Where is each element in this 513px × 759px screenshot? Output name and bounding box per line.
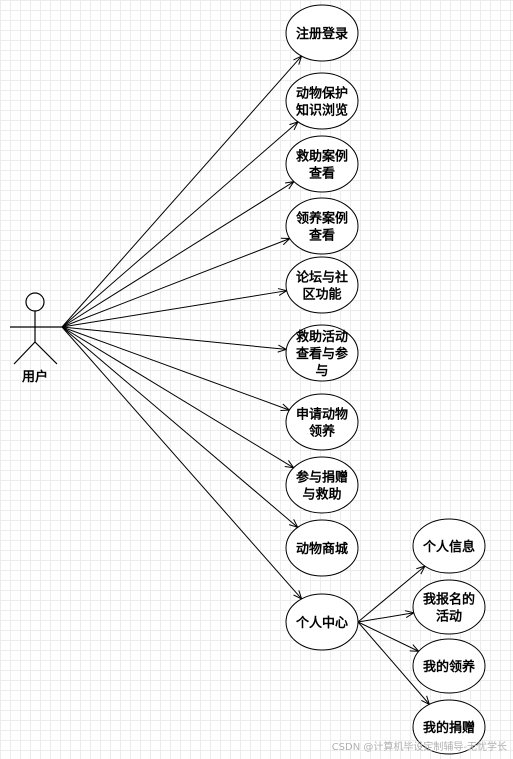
use-case-my-registrations-label-line: 活动 — [436, 609, 462, 625]
edge-actor-to-apply-adoption — [61, 326, 290, 411]
actor-user[interactable]: 用户 — [10, 292, 62, 385]
use-case-personal-info-ellipse — [412, 518, 486, 574]
use-case-apply-adoption-ellipse — [285, 393, 359, 451]
use-case-rescue-activities-label-line: 查看与参 — [295, 346, 349, 362]
use-case-rescue-activities-ellipse — [285, 324, 359, 382]
use-case-my-adoptions-label-line: 我的领养 — [423, 659, 476, 675]
use-case-my-adoptions-ellipse — [412, 638, 486, 694]
use-case-my-registrations-label-line: 我报名的 — [423, 592, 475, 608]
edge-personal-center-to-my-adoptions — [357, 621, 419, 652]
edge-actor-to-adoption-cases — [61, 238, 290, 328]
use-case-rescue-cases-label-line: 查看 — [308, 166, 335, 182]
edge-actor-to-animal-protection-knowledge — [61, 121, 299, 328]
use-case-animal-mall-label-line: 动物商城 — [296, 541, 348, 557]
use-case-animal-protection-knowledge-ellipse — [285, 72, 359, 130]
watermark: CSDN @计算机毕设定制辅导-无忧学长 — [331, 742, 507, 753]
use-case-animal-protection-knowledge-label-line: 知识浏览 — [296, 103, 348, 119]
use-case-donate-rescue-ellipse — [285, 456, 359, 514]
use-case-personal-center-ellipse — [285, 593, 359, 651]
use-case-rescue-activities-label-line: 与 — [315, 364, 328, 379]
edge-actor-to-forum-community — [61, 290, 287, 328]
edge-actor-to-donate-rescue — [61, 326, 294, 469]
actor-head — [25, 292, 45, 312]
use-case-apply-adoption-label-line: 申请动物 — [296, 407, 348, 423]
use-case-adoption-cases-ellipse — [285, 197, 359, 255]
edge-personal-center-to-personal-info — [357, 565, 426, 623]
use-case-apply-adoption-label-line: 领养 — [309, 424, 336, 440]
edge-actor-to-personal-center — [61, 326, 303, 600]
edge-actor-to-rescue-cases — [61, 181, 295, 328]
edge-actor-to-donate-rescue-arrowhead — [284, 460, 295, 469]
use-case-forum-community-label-line: 论坛与社 — [296, 270, 348, 286]
use-case-adoption-cases-label-line: 查看 — [308, 228, 335, 244]
actor-left-leg — [13, 341, 36, 365]
use-case-rescue-cases-ellipse — [285, 135, 359, 193]
use-case-register-login-ellipse — [285, 4, 359, 62]
use-case-rescue-activities-label-line: 救助活动 — [296, 329, 348, 345]
association-edges — [61, 55, 431, 706]
edge-actor-to-animal-mall — [61, 326, 299, 528]
actor-right-leg — [34, 341, 58, 365]
use-case-personal-center-label-line: 个人中心 — [295, 615, 348, 631]
use-case-donate-rescue-label-line: 参与捐赠 — [296, 470, 348, 486]
use-case-donate-rescue-label-line: 与救助 — [302, 487, 341, 503]
use-case-my-adoptions[interactable]: 我的领养 — [412, 638, 486, 694]
use-case-adoption-cases-label-line: 领养案例 — [296, 211, 348, 227]
use-case-register-login-label-line: 注册登录 — [296, 26, 348, 42]
actor-label: 用户 — [21, 369, 48, 385]
use-case-my-registrations-ellipse — [412, 579, 486, 635]
use-case-nodes: 注册登录动物保护知识浏览救助案例查看领养案例查看论坛与社区功能救助活动查看与参与… — [285, 4, 486, 755]
edge-personal-center-to-my-donations — [357, 621, 430, 705]
use-case-my-donations[interactable]: 我的捐赠 — [412, 699, 486, 755]
use-case-animal-protection-knowledge-label-line: 动物保护 — [296, 86, 348, 102]
use-case-rescue-cases-label-line: 救助案例 — [296, 149, 348, 165]
use-case-animal-mall-ellipse — [285, 519, 359, 577]
edge-actor-to-rescue-activities — [61, 326, 287, 350]
use-case-forum-community-ellipse — [285, 256, 359, 314]
use-case-animal-mall[interactable]: 动物商城 — [285, 519, 359, 577]
use-case-forum-community-label-line: 区功能 — [302, 287, 341, 303]
use-case-my-donations-label-line: 我的捐赠 — [423, 720, 475, 736]
use-case-register-login[interactable]: 注册登录 — [285, 4, 359, 62]
edge-personal-center-to-my-registrations — [357, 612, 414, 623]
edge-actor-to-rescue-cases-arrowhead — [285, 180, 296, 190]
use-case-personal-info[interactable]: 个人信息 — [412, 518, 486, 574]
edge-actor-to-register-login — [61, 55, 302, 328]
use-case-my-donations-ellipse — [412, 699, 486, 755]
use-case-personal-center[interactable]: 个人中心 — [285, 593, 359, 651]
use-case-personal-info-label-line: 个人信息 — [422, 539, 475, 555]
